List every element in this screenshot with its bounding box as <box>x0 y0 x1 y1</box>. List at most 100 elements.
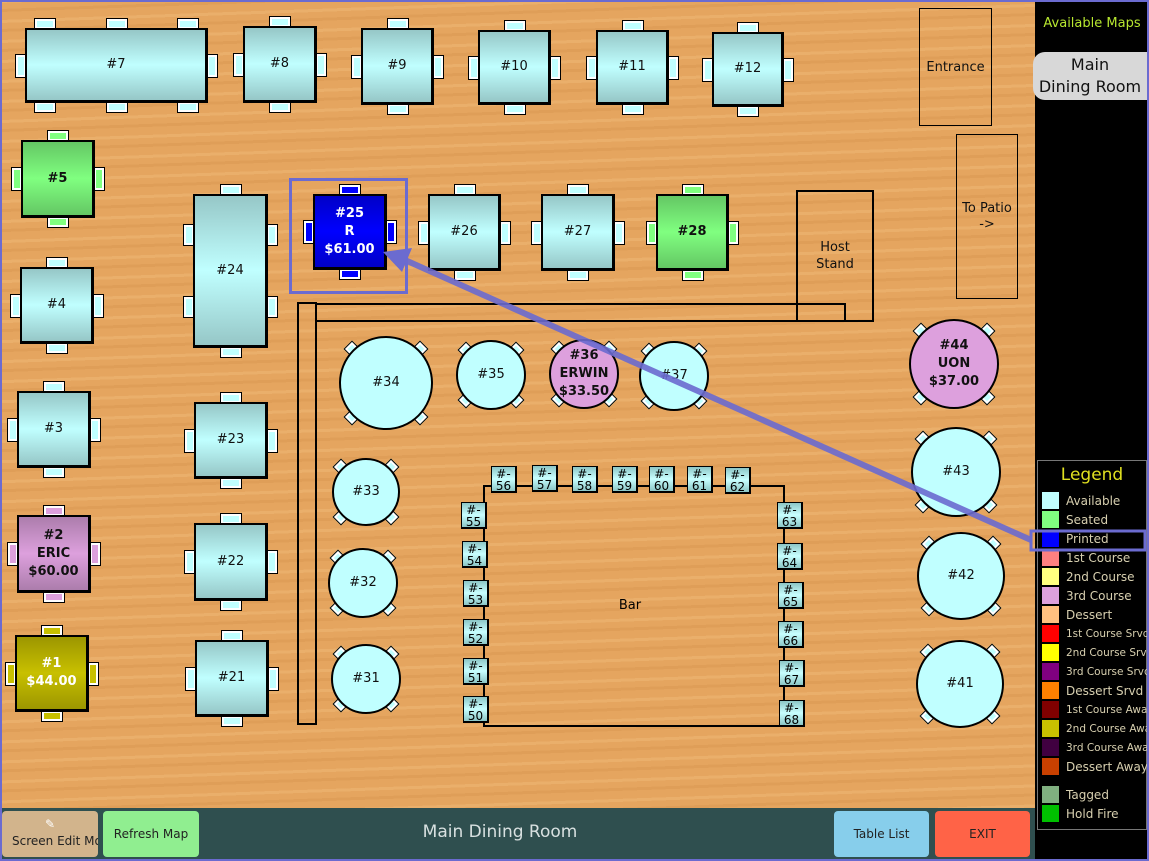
stool-number: 63 <box>781 515 798 529</box>
legend-item: Available <box>1038 491 1146 510</box>
table-3[interactable]: #3 <box>17 391 91 468</box>
table-28[interactable]: #28 <box>656 194 729 271</box>
table-label: $37.00 <box>928 374 980 389</box>
stool-number: 57 <box>536 478 553 492</box>
legend-swatch <box>1042 549 1059 566</box>
table-label: #37 <box>660 368 688 383</box>
host-stand-label: Host <box>820 240 850 255</box>
table-8[interactable]: #8 <box>243 26 317 103</box>
bar-stool-59[interactable]: #-59 <box>612 466 638 493</box>
table-5[interactable]: #5 <box>21 140 95 218</box>
stool-number: 64 <box>781 556 798 570</box>
table-list-button[interactable]: Table List <box>834 811 929 857</box>
table-4[interactable]: #4 <box>20 267 94 344</box>
table-label: #7 <box>106 57 126 72</box>
bar-stool-54[interactable]: #-54 <box>462 541 488 568</box>
table-27[interactable]: #27 <box>541 194 615 271</box>
legend-swatch <box>1042 720 1059 737</box>
legend-label: Printed <box>1066 531 1109 546</box>
to-patio[interactable]: To Patio-> <box>956 134 1018 299</box>
bar-stool-67[interactable]: #-67 <box>779 660 805 687</box>
table-10[interactable]: #10 <box>478 30 551 105</box>
table-43[interactable]: #43 <box>911 427 1001 517</box>
stool-number: 66 <box>782 634 799 648</box>
bar-stool-57[interactable]: #-57 <box>532 465 558 492</box>
legend-title: Legend <box>1060 465 1124 485</box>
table-31[interactable]: #31 <box>331 644 401 714</box>
stool-number: 68 <box>783 713 800 727</box>
stool-number: 62 <box>729 480 746 494</box>
bar-stool-64[interactable]: #-64 <box>777 543 803 570</box>
legend-label: 2nd Course Away <box>1066 722 1149 735</box>
legend-label: 3rd Course Srvd <box>1066 665 1149 678</box>
stool-number: 55 <box>465 515 482 529</box>
table-label: #27 <box>563 224 592 239</box>
table-list-label: Table List <box>853 827 910 841</box>
stool-label: #- <box>467 542 482 556</box>
legend-swatch <box>1042 786 1059 803</box>
table-label: #44 <box>939 338 969 353</box>
table-7[interactable]: #7 <box>25 28 208 103</box>
bar-stool-58[interactable]: #-58 <box>572 466 598 493</box>
table-label: #34 <box>372 375 400 390</box>
refresh-map-button[interactable]: Refresh Map <box>103 811 199 857</box>
table-41[interactable]: #41 <box>916 640 1004 728</box>
bar-stool-68[interactable]: #-68 <box>779 700 805 727</box>
bar-stool-56[interactable]: #-56 <box>491 466 517 493</box>
legend-swatch <box>1042 739 1059 756</box>
bar-label: Bar <box>618 598 642 613</box>
bar-stool-55[interactable]: #-55 <box>461 502 487 529</box>
legend-item: Dessert <box>1038 605 1146 624</box>
bar-stool-63[interactable]: #-63 <box>777 502 803 529</box>
legend-swatch <box>1042 530 1059 547</box>
legend-swatch <box>1042 701 1059 718</box>
bar-stool-50[interactable]: #-50 <box>463 696 489 723</box>
bar-stool-66[interactable]: #-66 <box>778 621 804 648</box>
table-37[interactable]: #37 <box>639 341 709 411</box>
legend-item: 3rd Course Away <box>1038 738 1149 757</box>
bar-stool-62[interactable]: #-62 <box>725 467 751 494</box>
legend-item: 1st Course <box>1038 548 1146 567</box>
table-11[interactable]: #11 <box>596 30 669 105</box>
legend-swatch <box>1042 606 1059 623</box>
table-label: $61.00 <box>324 241 375 257</box>
stool-label: #- <box>783 622 798 636</box>
table-12[interactable]: #12 <box>712 32 784 107</box>
table-26[interactable]: #26 <box>428 194 501 271</box>
table-23[interactable]: #23 <box>194 402 268 479</box>
table-24[interactable]: #24 <box>193 194 268 348</box>
bar-stool-51[interactable]: #-51 <box>463 658 489 685</box>
table-42[interactable]: #42 <box>917 532 1005 620</box>
table-label: #25 <box>335 205 364 221</box>
table-9[interactable]: #9 <box>361 28 434 105</box>
legend-item: 3rd Course <box>1038 586 1146 605</box>
legend-label: 1st Course Srvd <box>1066 627 1149 640</box>
bar-stool-52[interactable]: #-52 <box>463 619 489 646</box>
table-label: #2 <box>43 527 64 543</box>
legend-item: Seated <box>1038 510 1146 529</box>
bar-stool-53[interactable]: #-53 <box>463 580 489 607</box>
table-22[interactable]: #22 <box>194 523 268 601</box>
bar-stool-61[interactable]: #-61 <box>687 466 713 493</box>
table-21[interactable]: #21 <box>195 640 269 717</box>
table-1[interactable]: #1$44.00 <box>15 635 89 712</box>
table-35[interactable]: #35 <box>456 340 526 410</box>
table-34[interactable]: #34 <box>339 336 433 430</box>
bar-stool-65[interactable]: #-65 <box>778 582 804 609</box>
legend-label: Dessert Away <box>1066 759 1148 774</box>
bar-stool-60[interactable]: #-60 <box>649 466 675 493</box>
table-32[interactable]: #32 <box>328 548 398 618</box>
legend-swatch <box>1042 511 1059 528</box>
table-label: $60.00 <box>28 563 79 579</box>
stool-label: #- <box>784 701 799 715</box>
legend-item: Dessert Away <box>1038 757 1148 776</box>
legend-swatch <box>1042 568 1059 585</box>
screen-edit-mode-button[interactable]: ✎ Screen Edit Mode <box>2 811 98 857</box>
table-33[interactable]: #33 <box>332 458 400 526</box>
exit-button[interactable]: EXIT <box>935 811 1030 857</box>
